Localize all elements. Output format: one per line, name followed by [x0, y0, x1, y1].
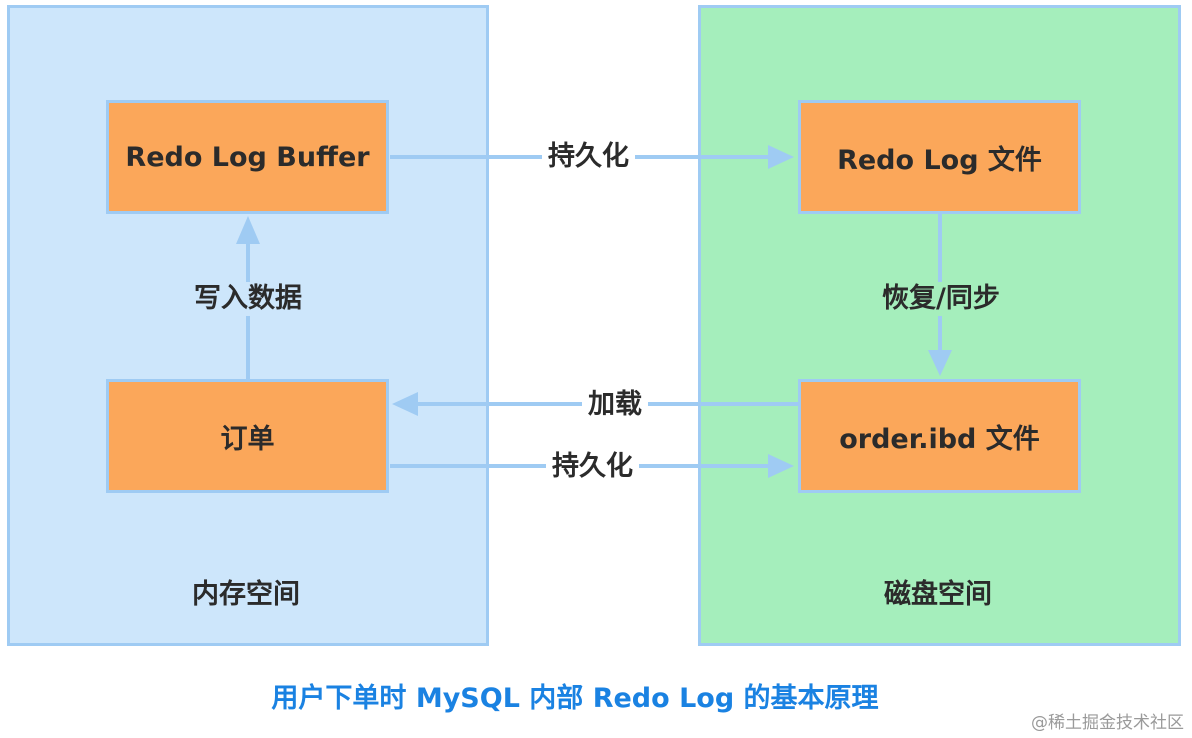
redo-log-file-box: Redo Log 文件 — [798, 100, 1081, 214]
recover-sync-label: 恢复/同步 — [876, 282, 1006, 316]
redo-log-buffer-box: Redo Log Buffer — [106, 100, 389, 214]
persist-label-top: 持久化 — [542, 140, 635, 174]
watermark: @稀土掘金技术社区 — [1031, 713, 1184, 733]
redo-log-buffer-label: Redo Log Buffer — [125, 141, 370, 173]
redo-log-file-label: Redo Log 文件 — [837, 144, 1042, 176]
persist-label-bottom: 持久化 — [546, 450, 639, 484]
diagram-caption: 用户下单时 MySQL 内部 Redo Log 的基本原理 — [271, 683, 879, 714]
write-data-label: 写入数据 — [188, 282, 308, 316]
memory-space-label: 内存空间 — [192, 579, 300, 610]
order-ibd-file-box: order.ibd 文件 — [798, 379, 1081, 493]
order-label: 订单 — [220, 423, 275, 455]
order-box: 订单 — [106, 379, 389, 493]
load-label: 加载 — [582, 388, 648, 422]
order-ibd-file-label: order.ibd 文件 — [839, 423, 1040, 455]
disk-space-label: 磁盘空间 — [884, 579, 992, 610]
